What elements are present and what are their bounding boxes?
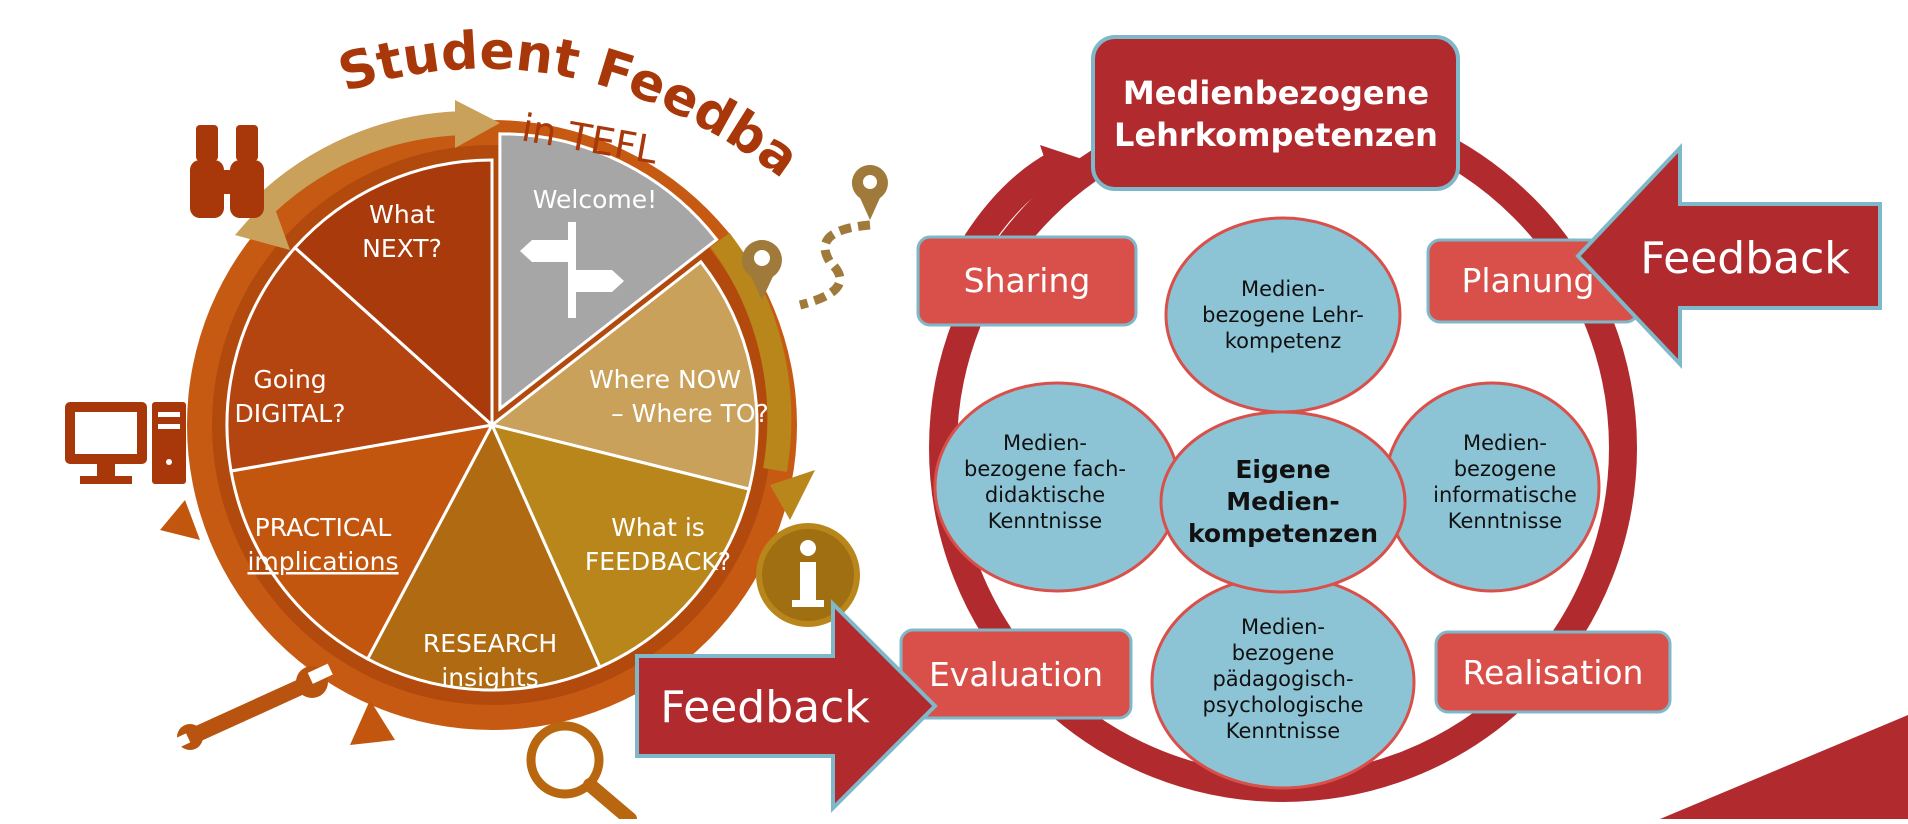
left-wheel: Welcome! Where NOW – Where TO? What is F… [0,0,888,824]
wheel-segments [225,132,759,692]
circle4-line5: Kenntnisse [1226,719,1340,743]
ring-arrow-top [246,111,471,224]
center-line2: Medien- [1226,487,1339,516]
wheel-segment [292,158,494,429]
circle2-line4: Kenntnisse [988,509,1102,533]
circle2-line1: Medien- [1003,431,1087,455]
segment-label-practical: PRACTICAL [255,513,392,542]
title-box-line2: Lehrkompetenzen [1114,116,1438,154]
segment-label-digital: DIGITAL? [235,399,346,428]
location-path-icon [741,165,888,310]
segment-label-next: NEXT? [362,234,442,263]
segment-label-where-now: Where NOW [589,365,741,394]
segment-label-going: Going [253,365,326,394]
circle1-line1: Medien- [1241,277,1325,301]
title-box [1091,35,1460,191]
info-icon [756,523,860,627]
wheel-segment [225,245,496,473]
segment-label-welcome: Welcome! [533,185,657,214]
title-box-line1: Medienbezogene [1123,74,1429,112]
segment-label-implications: implications [247,547,398,576]
ring-arrow-head [160,500,200,540]
ring-arrow-head [770,470,815,520]
circle2-line3: didaktische [985,483,1105,507]
ring-arrow-right [710,232,792,473]
segment-label-what: What [369,200,435,229]
feedback-arrow-right-label: Feedback [1640,233,1850,284]
circle1-line2: bezogene Lehr- [1202,303,1364,327]
circle2-line2: bezogene fach- [964,457,1126,481]
corner-accent [1660,715,1908,819]
circle3-line2: bezogene [1454,457,1557,481]
stage-label-sharing: Sharing [964,261,1091,300]
stage-label-evaluation: Evaluation [929,655,1103,694]
ring-arrow-head [235,195,290,250]
wrench-icon [169,663,333,750]
circle3-line3: informatische [1433,483,1577,507]
wheel-segment [365,421,602,692]
segment-label-what-is: What is [611,513,705,542]
center-line3: kompetenzen [1188,519,1378,548]
wheel-segment [488,259,759,491]
stage-box-realisation [1434,630,1672,714]
segment-label-insights: insights [441,663,538,692]
computer-icon [65,402,186,484]
binoculars-icon [190,125,264,218]
stage-label-planning: Planung [1462,261,1595,300]
wheel-segment [229,422,495,662]
circle4-line1: Medien- [1241,615,1325,639]
magnifier-icon [526,721,637,824]
center-line1: Eigene [1235,455,1330,484]
ring-arrow-head [350,700,395,745]
segment-label-research: RESEARCH [423,629,557,658]
wheel-segment [489,422,751,670]
ring-arrow-top-head [455,100,500,148]
circle-center [1159,410,1407,594]
circle4-line2: bezogene [1232,641,1335,665]
circle3-line1: Medien- [1463,431,1547,455]
circle3-line4: Kenntnisse [1448,509,1562,533]
cycle-arrow-body [963,152,1063,253]
stage-box-sharing [916,235,1138,327]
signpost-icon [520,222,624,318]
segment-label-feedback: FEEDBACK? [585,547,731,576]
feedback-arrow-left [635,599,938,813]
feedback-arrow-right [1575,142,1882,370]
stage-label-realisation: Realisation [1463,653,1644,692]
circle4-line3: pädagogisch- [1212,667,1353,691]
feedback-arrow-left-label: Feedback [660,682,870,733]
segment-label-where-to: – Where TO? [611,399,769,428]
right-cycle: Medienbezogene Lehrkompetenzen Sharing P… [899,35,1908,819]
circle1-line3: kompetenz [1225,329,1341,353]
circle4-line4: psychologische [1203,693,1364,717]
